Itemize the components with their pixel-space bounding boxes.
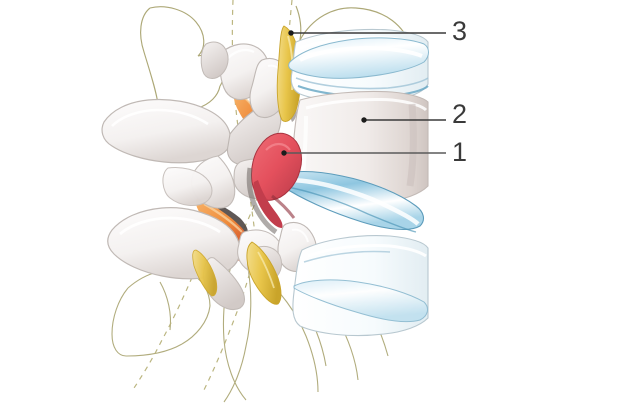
label-number-1: 1	[452, 137, 468, 167]
leader-lines	[281, 30, 446, 156]
label-number-2: 2	[452, 99, 468, 129]
leader-dot-1	[281, 150, 287, 156]
leader-dot-2	[361, 117, 367, 123]
label-number-3: 3	[452, 16, 468, 46]
leader-dot-3	[288, 30, 294, 36]
herniated-nucleus-pulposus	[246, 132, 303, 235]
intervertebral-disc-upper	[288, 37, 429, 79]
ligamentum-flavum-lower	[192, 241, 282, 305]
intervertebral-disc-bottom	[293, 279, 428, 323]
